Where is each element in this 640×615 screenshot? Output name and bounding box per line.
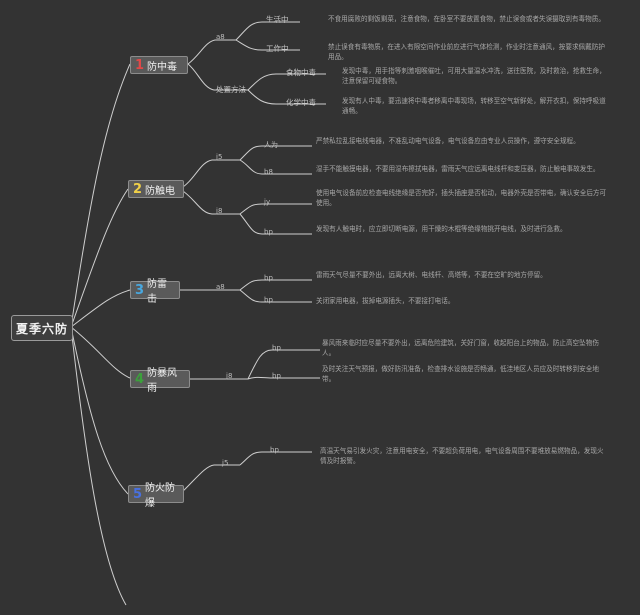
subtopic-note: 及时关注天气预报，做好防汛准备，检查排水设施是否畅通，低洼地区人员应及时转移到安…: [322, 365, 599, 383]
subtopic-label[interactable]: 处置方法: [216, 85, 246, 94]
subtopic-label[interactable]: bp: [270, 446, 279, 454]
topic-prevent-electric-shock[interactable]: 2 防触电: [128, 180, 184, 198]
topic-label: 防触电: [145, 185, 176, 197]
subtopic-label[interactable]: b8: [264, 168, 273, 176]
topic-prevent-poisoning[interactable]: 1 防中毒: [130, 56, 188, 74]
topic-prevent-fire-explosion[interactable]: 5 防火防爆: [128, 483, 184, 509]
subtopic-note: 不食用腐败的剩饭剩菜，注意食物，在卧室不要放置食物，禁止误食或者失误摄取到有毒物…: [328, 15, 605, 23]
subtopic-note: 高温天气易引发火灾，注意用电安全，不要超负荷用电，电气设备周围不要堆放易燃物品，…: [320, 447, 604, 465]
subtopic-label[interactable]: 食物中毒: [286, 68, 316, 77]
branch-label: j5: [222, 459, 229, 467]
topic-prevent-storm[interactable]: 4 防暴风雨: [130, 368, 190, 394]
subtopic-label[interactable]: bp: [264, 296, 273, 304]
subtopic-note: 湿手不能触摸电器，不要用湿布擦拭电器，雷雨天气应远离电线杆和变压器，防止触电事故…: [316, 165, 600, 173]
subtopic-note: 发现有人触电时，应立即切断电源，用干燥的木棍等绝缘物挑开电线，及时进行急救。: [316, 225, 567, 233]
branch-label: a8: [216, 33, 225, 41]
subtopic-note: 发现有人中毒，要迅速将中毒者移离中毒现场，转移至空气新鲜处，解开衣扣，保持呼吸道…: [342, 97, 606, 115]
topic-number: 1: [135, 57, 145, 73]
subtopic-note: 雷雨天气尽量不要外出，远离大树、电线杆、高塔等，不要在空旷的地方停留。: [316, 271, 547, 279]
subtopic-label[interactable]: jy: [264, 198, 271, 206]
subtopic-label[interactable]: 人为: [264, 141, 278, 149]
branch-label: j8: [226, 372, 233, 380]
topic-number: 4: [135, 371, 145, 387]
branch-label: j5: [216, 153, 223, 161]
subtopic-note: 禁止误食有毒物质，在进入有限空间作业前应进行气体检测，作业时注意通风，按要求佩戴…: [328, 43, 605, 61]
topic-label: 防暴风雨: [147, 368, 178, 394]
subtopic-label[interactable]: 生活中: [266, 15, 289, 24]
subtopic-note: 发现中毒，用手指等刺激咽喉催吐，可用大量温水冲洗，送往医院，及时救治，抢救生命，…: [342, 67, 606, 85]
branch-label: j8: [216, 207, 223, 215]
subtopic-note: 关闭家用电器，拔掉电源插头，不要接打电话。: [316, 297, 455, 305]
root-topic[interactable]: 夏季六防: [11, 315, 73, 341]
branch-label: a8: [216, 283, 225, 291]
subtopic-label[interactable]: bp: [272, 372, 281, 380]
subtopic-label[interactable]: 化学中毒: [286, 98, 316, 107]
subtopic-note: 严禁私拉乱接电线电器，不准乱动电气设备，电气设备应由专业人员操作，遵守安全规程。: [316, 137, 580, 145]
topic-label: 防中毒: [147, 61, 178, 73]
subtopic-label[interactable]: bp: [264, 228, 273, 236]
subtopic-label[interactable]: bp: [272, 344, 281, 352]
topic-number: 5: [133, 486, 143, 502]
subtopic-label[interactable]: 工作中: [266, 44, 289, 53]
subtopic-label[interactable]: bp: [264, 274, 273, 282]
topic-prevent-lightning[interactable]: 3 防雷击: [130, 279, 180, 305]
topic-number: 3: [135, 282, 145, 298]
topic-label: 防火防爆: [145, 483, 176, 509]
subtopic-note: 暴风雨来临时应尽量不要外出，远离危险建筑，关好门窗，收起阳台上的物品，防止高空坠…: [322, 339, 599, 357]
topic-number: 2: [133, 181, 143, 197]
topic-label: 防雷击: [147, 279, 168, 305]
subtopic-note: 使用电气设备前应检查电线绝缘是否完好，插头插座是否松动，电器外壳是否带电，确认安…: [316, 189, 607, 207]
